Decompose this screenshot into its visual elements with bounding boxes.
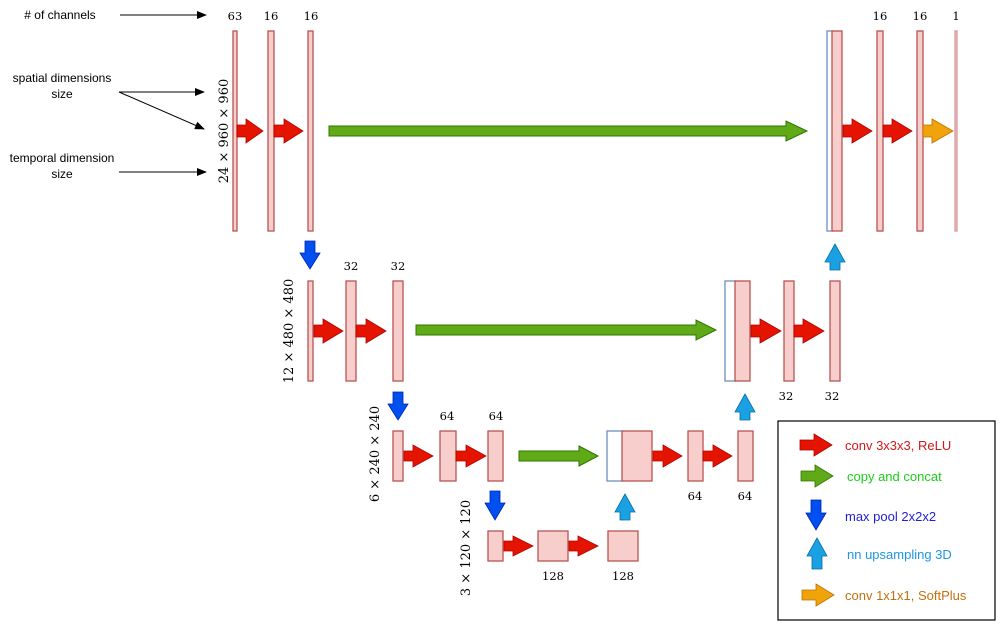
conv-softplus-arrow-icon xyxy=(922,118,954,144)
upsampling-arrow-icon xyxy=(614,493,636,521)
channel-count-label: 64 xyxy=(440,409,455,423)
copy-concat-arrow-icon xyxy=(328,120,809,142)
legend-label: nn upsampling 3D xyxy=(847,547,952,562)
channel-count-label: 32 xyxy=(825,389,840,403)
copy-concat-arrow-icon xyxy=(415,319,718,341)
channel-count-label: 64 xyxy=(489,409,504,423)
legend-label: conv 3x3x3, ReLU xyxy=(845,438,951,453)
channel-count-label: 32 xyxy=(344,259,359,273)
legend-label: conv 1x1x1, SoftPlus xyxy=(845,588,967,603)
legend-item-copy-concat: copy and concat xyxy=(800,464,942,488)
conv-relu-arrow-icon xyxy=(503,535,534,557)
legend-item-conv-relu: conv 3x3x3, ReLU xyxy=(799,433,951,457)
feature-map-input xyxy=(232,30,238,232)
channel-count-label: 1 xyxy=(952,9,959,23)
channel-count-label: 32 xyxy=(779,389,794,403)
channel-count-label: 63 xyxy=(228,9,243,23)
copied-feature-map xyxy=(606,430,624,482)
feature-map xyxy=(687,430,704,482)
feature-map xyxy=(392,430,404,482)
feature-map xyxy=(439,430,457,482)
conv-relu-arrow-icon xyxy=(702,444,733,468)
feature-map xyxy=(392,280,404,382)
conv-relu-arrow-icon xyxy=(568,535,599,557)
conv-relu-arrow-icon xyxy=(313,318,344,344)
conv-relu-arrow-icon xyxy=(455,444,487,468)
feature-map xyxy=(307,280,314,382)
feature-map xyxy=(916,30,924,232)
conv-relu-arrow-icon xyxy=(355,318,387,344)
level-2-dimension-label: 12 × 480 × 480 xyxy=(282,279,297,383)
feature-map xyxy=(607,530,639,562)
lightblue-up-arrow-icon xyxy=(806,537,828,570)
feature-map xyxy=(307,30,314,232)
max-pool-arrow-icon xyxy=(484,490,506,521)
feature-map xyxy=(829,280,841,382)
conv-relu-arrow-icon xyxy=(273,118,304,144)
conv-relu-arrow-icon xyxy=(793,318,825,344)
spatial-annotation-label-1: spatial dimensions xyxy=(13,71,112,85)
channel-count-label: 128 xyxy=(542,569,564,583)
legend-label: copy and concat xyxy=(847,469,942,484)
conv-relu-arrow-icon xyxy=(842,118,873,144)
feature-map xyxy=(487,430,504,482)
level-4-dimension-label: 3 × 120 × 120 xyxy=(459,500,474,596)
feature-map xyxy=(345,280,357,382)
conv-relu-arrow-icon xyxy=(750,318,782,344)
upsampled-feature-map xyxy=(734,280,751,382)
channel-count-label: 32 xyxy=(391,259,406,273)
spatial-pointer-arrow-2 xyxy=(118,91,205,130)
conv-relu-arrow-icon xyxy=(403,444,434,468)
upsampling-arrow-icon xyxy=(734,393,756,421)
max-pool-arrow-icon xyxy=(299,240,321,270)
green-right-arrow-icon xyxy=(800,464,834,488)
upsampling-arrow-icon xyxy=(824,243,846,271)
legend-item-upsampling: nn upsampling 3D xyxy=(806,537,952,570)
copied-feature-map xyxy=(724,280,737,382)
upsampled-feature-map xyxy=(831,30,843,232)
conv-relu-arrow-icon xyxy=(882,118,913,144)
legend-item-conv-softplus: conv 1x1x1, SoftPlus xyxy=(801,583,967,607)
level-1-dimension-label: 24 × 960 × 960 xyxy=(217,79,232,183)
conv-relu-arrow-icon xyxy=(652,444,683,468)
channel-count-label: 16 xyxy=(913,9,928,23)
feature-map xyxy=(876,30,884,232)
legend-item-max-pool: max pool 2x2x2 xyxy=(805,499,936,531)
channel-count-label: 16 xyxy=(264,9,279,23)
channel-count-label: 64 xyxy=(738,489,753,503)
channel-count-label: 16 xyxy=(873,9,888,23)
temporal-annotation-label-1: temporal dimension xyxy=(10,151,115,165)
red-right-arrow-icon xyxy=(799,433,833,457)
legend-label: max pool 2x2x2 xyxy=(845,509,936,524)
channel-count-label: 16 xyxy=(304,9,319,23)
feature-map xyxy=(783,280,795,382)
conv-relu-arrow-icon xyxy=(236,118,264,144)
level-3-dimension-label: 6 × 240 × 240 xyxy=(368,406,383,502)
feature-map xyxy=(737,430,754,482)
blue-down-arrow-icon xyxy=(805,499,827,531)
channel-count-label: 64 xyxy=(688,489,703,503)
output-feature-map xyxy=(954,30,958,232)
temporal-annotation-label-2: size xyxy=(51,167,73,181)
feature-map xyxy=(487,530,504,562)
spatial-annotation-label-2: size xyxy=(51,87,73,101)
channel-count-label: 128 xyxy=(612,569,634,583)
max-pool-arrow-icon xyxy=(387,391,409,421)
channels-annotation-label: # of channels xyxy=(24,8,95,22)
upsampled-feature-map xyxy=(621,430,653,482)
feature-map xyxy=(267,30,275,232)
feature-map xyxy=(537,530,569,562)
legend: conv 3x3x3, ReLU copy and concat max poo… xyxy=(777,420,996,621)
copy-concat-arrow-icon xyxy=(518,445,600,467)
orange-right-arrow-icon xyxy=(801,583,835,607)
